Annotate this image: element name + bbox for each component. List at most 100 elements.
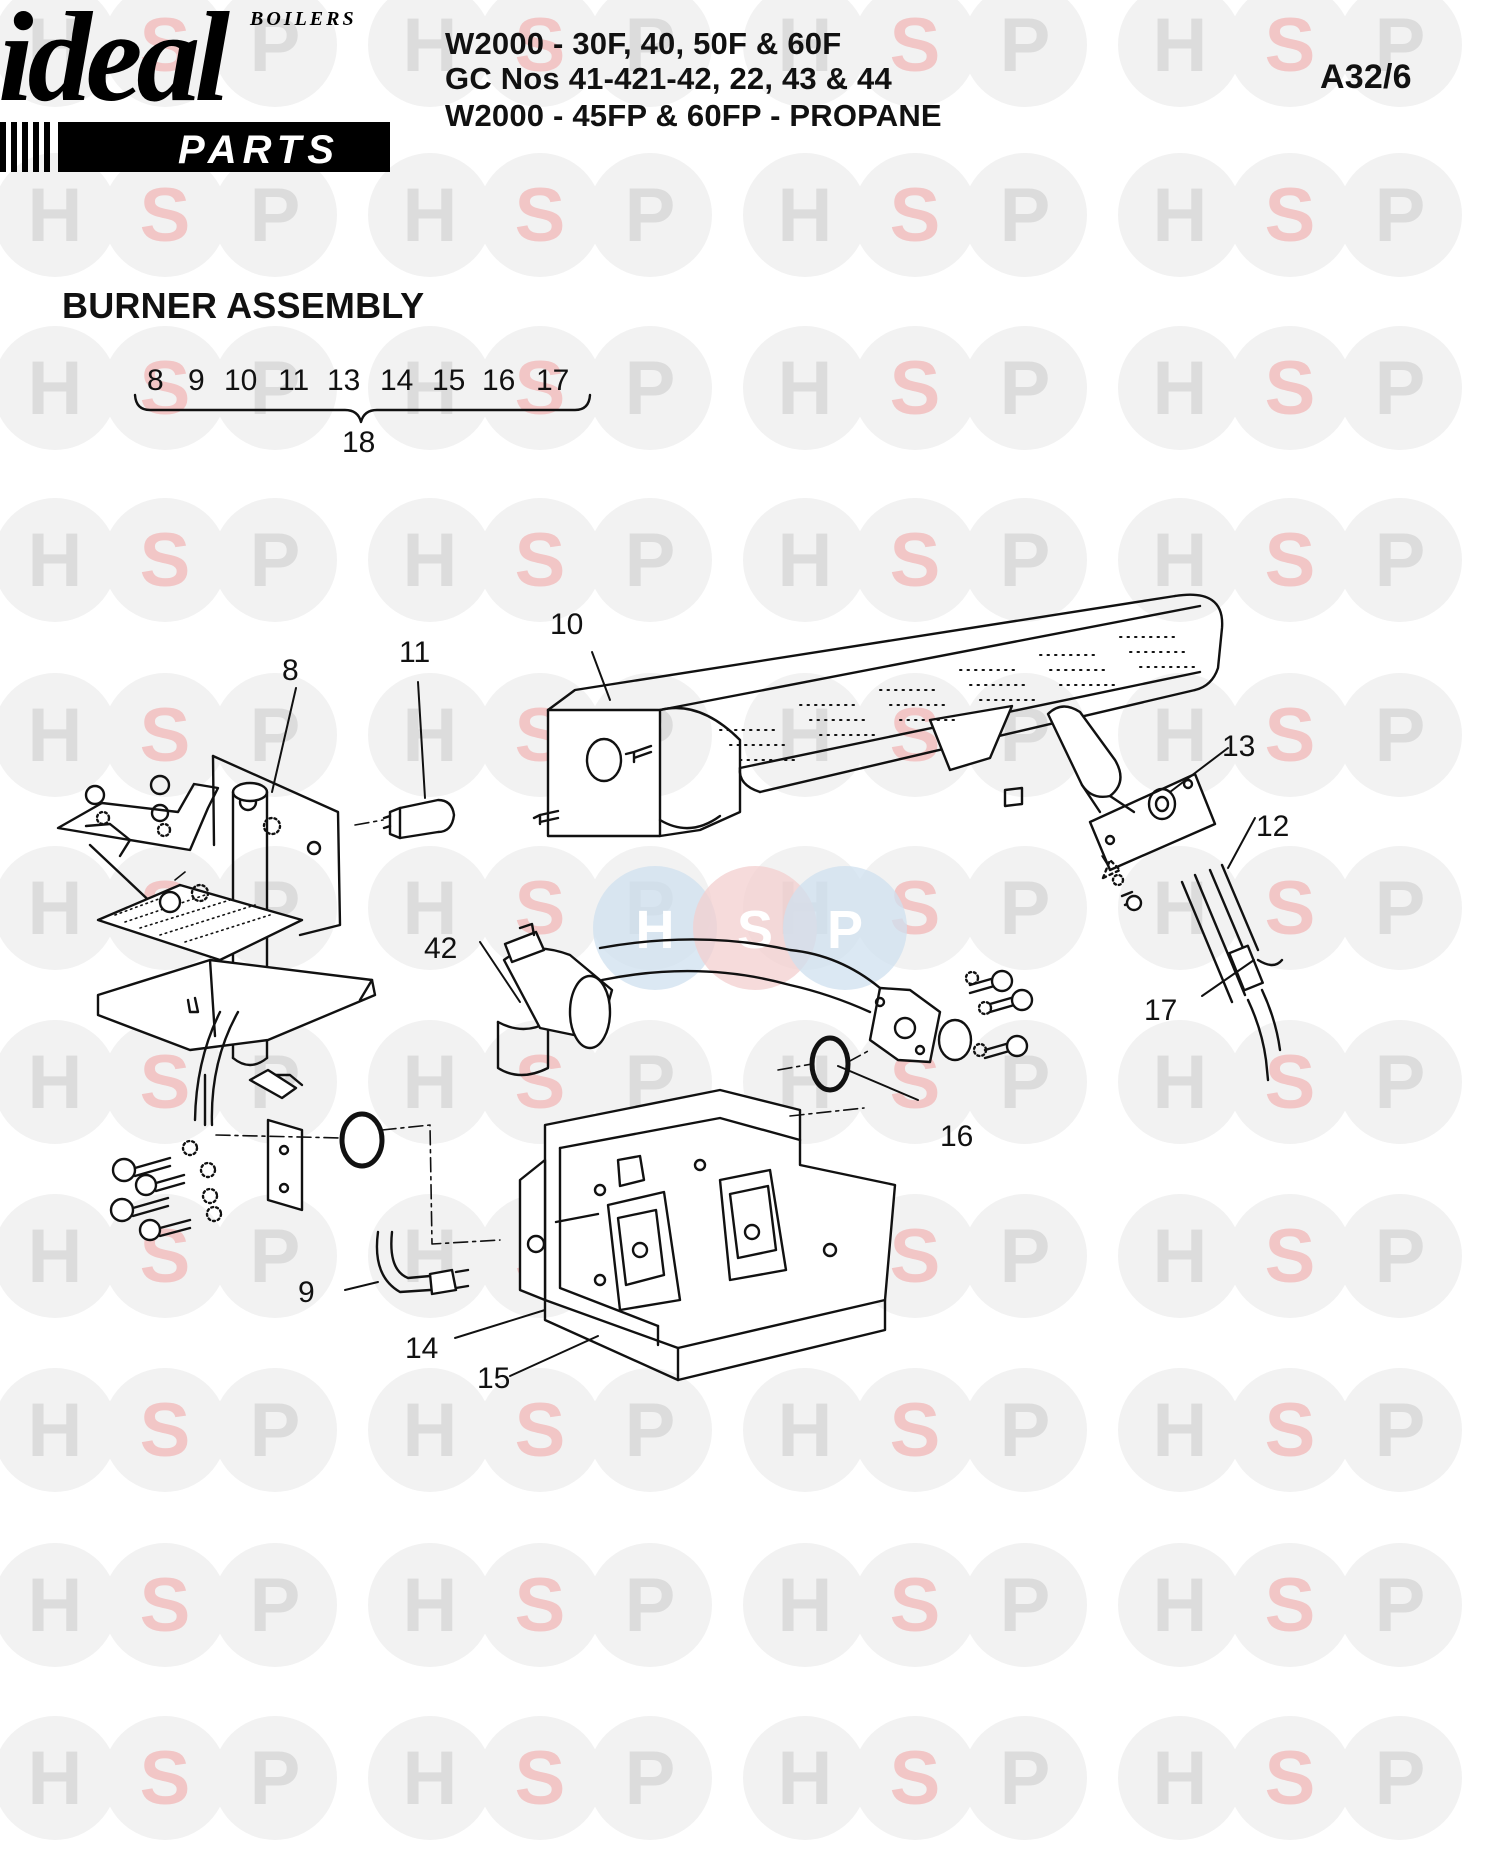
watermark-letter: P xyxy=(1000,173,1051,258)
watermark-letter: S xyxy=(140,693,191,778)
watermark-circle xyxy=(963,326,1087,450)
watermark-letter: H xyxy=(778,693,833,778)
kit-member-13: 13 xyxy=(327,364,360,397)
watermark-circle xyxy=(478,153,602,277)
kit-member-14: 14 xyxy=(380,364,413,397)
watermark-circle xyxy=(213,1194,337,1318)
screw-set-right xyxy=(964,969,1034,1060)
watermark-circle xyxy=(1118,326,1242,450)
watermark-letter: H xyxy=(28,1563,83,1648)
watermark-circle xyxy=(368,153,492,277)
watermark-letter: H xyxy=(403,173,458,258)
watermark-letter: S xyxy=(1265,693,1316,778)
watermark-circle xyxy=(213,1543,337,1667)
watermark-circle xyxy=(1338,1716,1462,1840)
watermark-circle xyxy=(588,1543,712,1667)
kit-member-17: 17 xyxy=(536,364,569,397)
watermark-letter: S xyxy=(1265,866,1316,951)
callout-14: 14 xyxy=(405,1332,438,1365)
watermark-circle xyxy=(853,1543,977,1667)
watermark-circle xyxy=(478,846,602,970)
watermark-letter: P xyxy=(250,3,301,88)
watermark-circle xyxy=(478,326,602,450)
watermark-circle xyxy=(0,498,117,622)
watermark-letter: S xyxy=(140,346,191,431)
watermark-letter: H xyxy=(1153,1040,1208,1125)
watermark-letter: S xyxy=(515,173,566,258)
watermark-center-letter: H xyxy=(636,900,675,960)
watermark-circle xyxy=(1338,0,1462,107)
page-reference: A32/6 xyxy=(1320,58,1412,96)
callout-42: 42 xyxy=(424,932,457,965)
callout-9: 9 xyxy=(298,1276,315,1309)
watermark-letter: S xyxy=(140,173,191,258)
watermark-circle xyxy=(1118,0,1242,107)
pilot-leads xyxy=(1180,863,1284,1082)
watermark-circle xyxy=(103,1368,227,1492)
watermark-letter: H xyxy=(1153,346,1208,431)
watermark-letter: H xyxy=(1153,1736,1208,1821)
watermark-circle xyxy=(213,1368,337,1492)
watermark-circle xyxy=(1228,1368,1352,1492)
watermark-letter: S xyxy=(515,1388,566,1473)
watermark-circle xyxy=(213,0,337,107)
watermark-circle xyxy=(368,326,492,450)
watermark-circle xyxy=(853,1716,977,1840)
watermark-circle xyxy=(963,1716,1087,1840)
watermark-circle xyxy=(853,0,977,107)
watermark-letter: P xyxy=(1000,518,1051,603)
watermark-circle xyxy=(1118,498,1242,622)
watermark-circle xyxy=(478,1020,602,1144)
watermark-letter: P xyxy=(1375,1040,1426,1125)
watermark-circle xyxy=(743,1368,867,1492)
watermark-circle xyxy=(0,1543,117,1667)
watermark-letter: P xyxy=(1000,346,1051,431)
kit-member-15: 15 xyxy=(432,364,465,397)
watermark-letter: P xyxy=(625,518,676,603)
watermark-circle xyxy=(368,846,492,970)
watermark-letter: P xyxy=(1375,693,1426,778)
watermark-letter: H xyxy=(1153,693,1208,778)
watermark-circle xyxy=(743,673,867,797)
watermark-circle xyxy=(743,498,867,622)
watermark-letter: P xyxy=(1000,1563,1051,1648)
watermark-letter: S xyxy=(140,1563,191,1648)
watermark-circle xyxy=(103,153,227,277)
watermark-letter: P xyxy=(1375,1388,1426,1473)
watermark-letter: S xyxy=(1265,1040,1316,1125)
watermark-circle xyxy=(1338,673,1462,797)
watermark-letter: H xyxy=(778,1388,833,1473)
watermark-circle xyxy=(213,673,337,797)
watermark-circle xyxy=(0,0,117,107)
watermark-letter: H xyxy=(778,3,833,88)
watermark-letter: P xyxy=(625,173,676,258)
callout-labels: 8 9 10 11 12 13 14 15 16 17 42 xyxy=(282,608,1289,1395)
watermark-circle xyxy=(213,1716,337,1840)
watermark-circle xyxy=(963,1194,1087,1318)
watermark-circle xyxy=(103,1716,227,1840)
watermark-letter: P xyxy=(1000,1040,1051,1125)
watermark-circle xyxy=(1118,1716,1242,1840)
watermark-circle xyxy=(588,153,712,277)
watermark-letter: H xyxy=(28,173,83,258)
watermark-letter: H xyxy=(28,1388,83,1473)
callout-15: 15 xyxy=(477,1362,510,1395)
watermark-circle xyxy=(0,1194,117,1318)
watermark-letter: H xyxy=(778,1563,833,1648)
watermark-letter: P xyxy=(250,173,301,258)
watermark-letter: S xyxy=(890,1214,941,1299)
watermark-circle xyxy=(853,153,977,277)
gas-valve xyxy=(518,1088,897,1382)
watermark-letter: P xyxy=(1375,1736,1426,1821)
watermark-circle xyxy=(368,1543,492,1667)
watermark-letter: H xyxy=(1153,3,1208,88)
watermark-letter: S xyxy=(890,3,941,88)
watermark-letter: P xyxy=(1000,866,1051,951)
watermark-circle xyxy=(1118,1020,1242,1144)
kit-member-16: 16 xyxy=(482,364,515,397)
watermark-letter: S xyxy=(890,1563,941,1648)
watermark-letter: S xyxy=(515,518,566,603)
watermark-letter: H xyxy=(778,1736,833,1821)
watermark-letter: H xyxy=(1153,1563,1208,1648)
watermark-circle xyxy=(1118,846,1242,970)
